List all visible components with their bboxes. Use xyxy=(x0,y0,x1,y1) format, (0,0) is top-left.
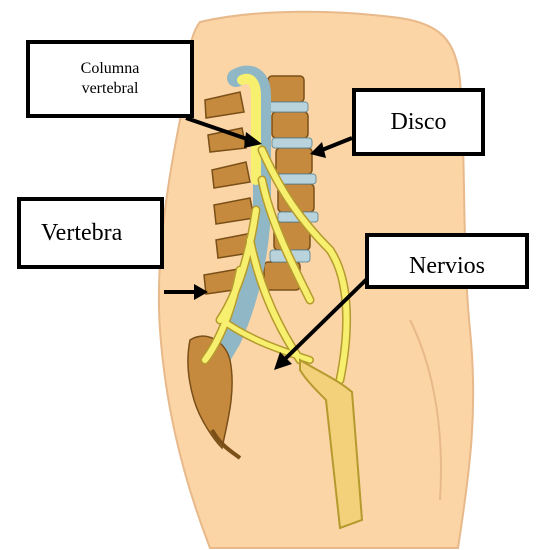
label-nervios-text: Nervios xyxy=(409,251,485,281)
label-vertebra: Vertebra xyxy=(17,197,164,269)
label-nervios: Nervios xyxy=(365,233,529,289)
label-disco-text: Disco xyxy=(391,107,447,137)
label-columna-line1: Columna xyxy=(81,59,140,79)
label-columna-vertebral: Columna vertebral xyxy=(26,40,194,118)
label-vertebra-text: Vertebra xyxy=(41,218,122,248)
label-columna-line2: vertebral xyxy=(81,79,140,99)
label-disco: Disco xyxy=(352,88,485,156)
